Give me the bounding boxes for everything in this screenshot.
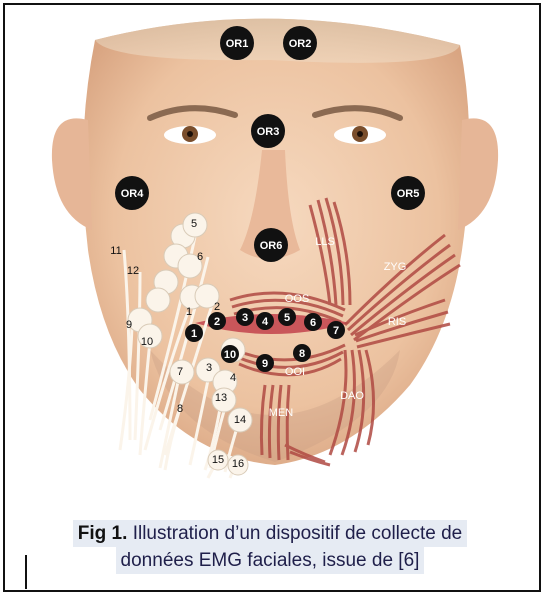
svg-text:3: 3 xyxy=(242,312,248,324)
svg-text:2: 2 xyxy=(214,316,220,328)
text-cursor xyxy=(25,555,27,589)
electrode-label: 6 xyxy=(197,251,203,263)
marker-inner-3: 3 xyxy=(236,308,254,326)
caption-line-1: Fig 1. Illustration d’un dispositif de c… xyxy=(73,520,467,547)
marker-or2: OR2 xyxy=(283,26,317,60)
electrode-label: 9 xyxy=(126,319,132,331)
svg-text:OR4: OR4 xyxy=(121,188,145,200)
svg-text:4: 4 xyxy=(262,316,269,328)
electrode-label: 8 xyxy=(177,403,183,415)
svg-text:OR6: OR6 xyxy=(260,240,283,252)
marker-inner-4: 4 xyxy=(256,312,274,330)
marker-inner-9: 9 xyxy=(256,354,274,372)
muscle-label-men: MEN xyxy=(269,407,294,419)
electrode-label: 13 xyxy=(215,392,227,404)
svg-text:10: 10 xyxy=(224,349,236,361)
electrode-label: 14 xyxy=(234,414,246,426)
electrode-label: 12 xyxy=(127,265,139,277)
marker-inner-7: 7 xyxy=(327,321,345,339)
svg-text:OR3: OR3 xyxy=(257,126,280,138)
svg-text:6: 6 xyxy=(310,317,316,329)
left-ear xyxy=(52,118,92,230)
electrode-label: 5 xyxy=(191,218,197,230)
electrode-label: 16 xyxy=(232,458,244,470)
muscle-label-oos: OOS xyxy=(285,293,309,305)
electrode-label: 1 xyxy=(186,306,192,318)
muscle-label-dig: DIG xyxy=(293,460,313,472)
right-eye xyxy=(334,126,386,144)
svg-text:OR5: OR5 xyxy=(397,188,420,200)
electrode-label: 2 xyxy=(214,301,220,313)
muscle-label-dao: DAO xyxy=(340,390,364,402)
caption-line-2: données EMG faciales, issue de [6] xyxy=(116,547,425,574)
caption-text-1: Illustration d’un dispositif de collecte… xyxy=(133,523,463,544)
electrode-label: 10 xyxy=(141,336,153,348)
marker-or1: OR1 xyxy=(220,26,254,60)
figure-caption: Fig 1. Illustration d’un dispositif de c… xyxy=(30,520,510,574)
marker-inner-10: 10 xyxy=(221,345,239,363)
marker-or3: OR3 xyxy=(251,114,285,148)
svg-text:1: 1 xyxy=(191,328,197,340)
muscle-label-ris: RIS xyxy=(388,316,406,328)
marker-or5: OR5 xyxy=(391,176,425,210)
electrode-label: 15 xyxy=(212,454,224,466)
caption-label: Fig 1. xyxy=(78,523,128,544)
svg-text:5: 5 xyxy=(284,312,290,324)
electrode-label: 4 xyxy=(230,372,236,384)
marker-inner-6: 6 xyxy=(304,313,322,331)
svg-text:8: 8 xyxy=(299,348,305,360)
right-ear xyxy=(458,118,498,230)
svg-text:OR2: OR2 xyxy=(289,38,312,50)
marker-or4: OR4 xyxy=(115,176,149,210)
electrode-label: 11 xyxy=(110,245,121,257)
electrode-label: 7 xyxy=(177,366,183,378)
marker-inner-1: 1 xyxy=(185,324,203,342)
marker-inner-2: 2 xyxy=(208,312,226,330)
caption-text-2: données EMG faciales, issue de [6] xyxy=(121,550,420,571)
muscle-label-zyg: ZYG xyxy=(384,261,407,273)
svg-text:OR1: OR1 xyxy=(226,38,249,50)
marker-or6: OR6 xyxy=(254,228,288,262)
muscle-label-ooi: OOI xyxy=(285,366,305,378)
svg-text:9: 9 xyxy=(262,358,268,370)
marker-inner-8: 8 xyxy=(293,344,311,362)
muscle-label-lls: LLS xyxy=(315,236,335,248)
svg-text:7: 7 xyxy=(333,325,339,337)
left-eye xyxy=(164,126,216,144)
marker-inner-5: 5 xyxy=(278,308,296,326)
face-emg-illustration: 5 11 6 12 1 2 9 10 7 3 4 8 13 14 15 16 L… xyxy=(0,0,547,480)
electrode-label: 3 xyxy=(206,362,212,374)
